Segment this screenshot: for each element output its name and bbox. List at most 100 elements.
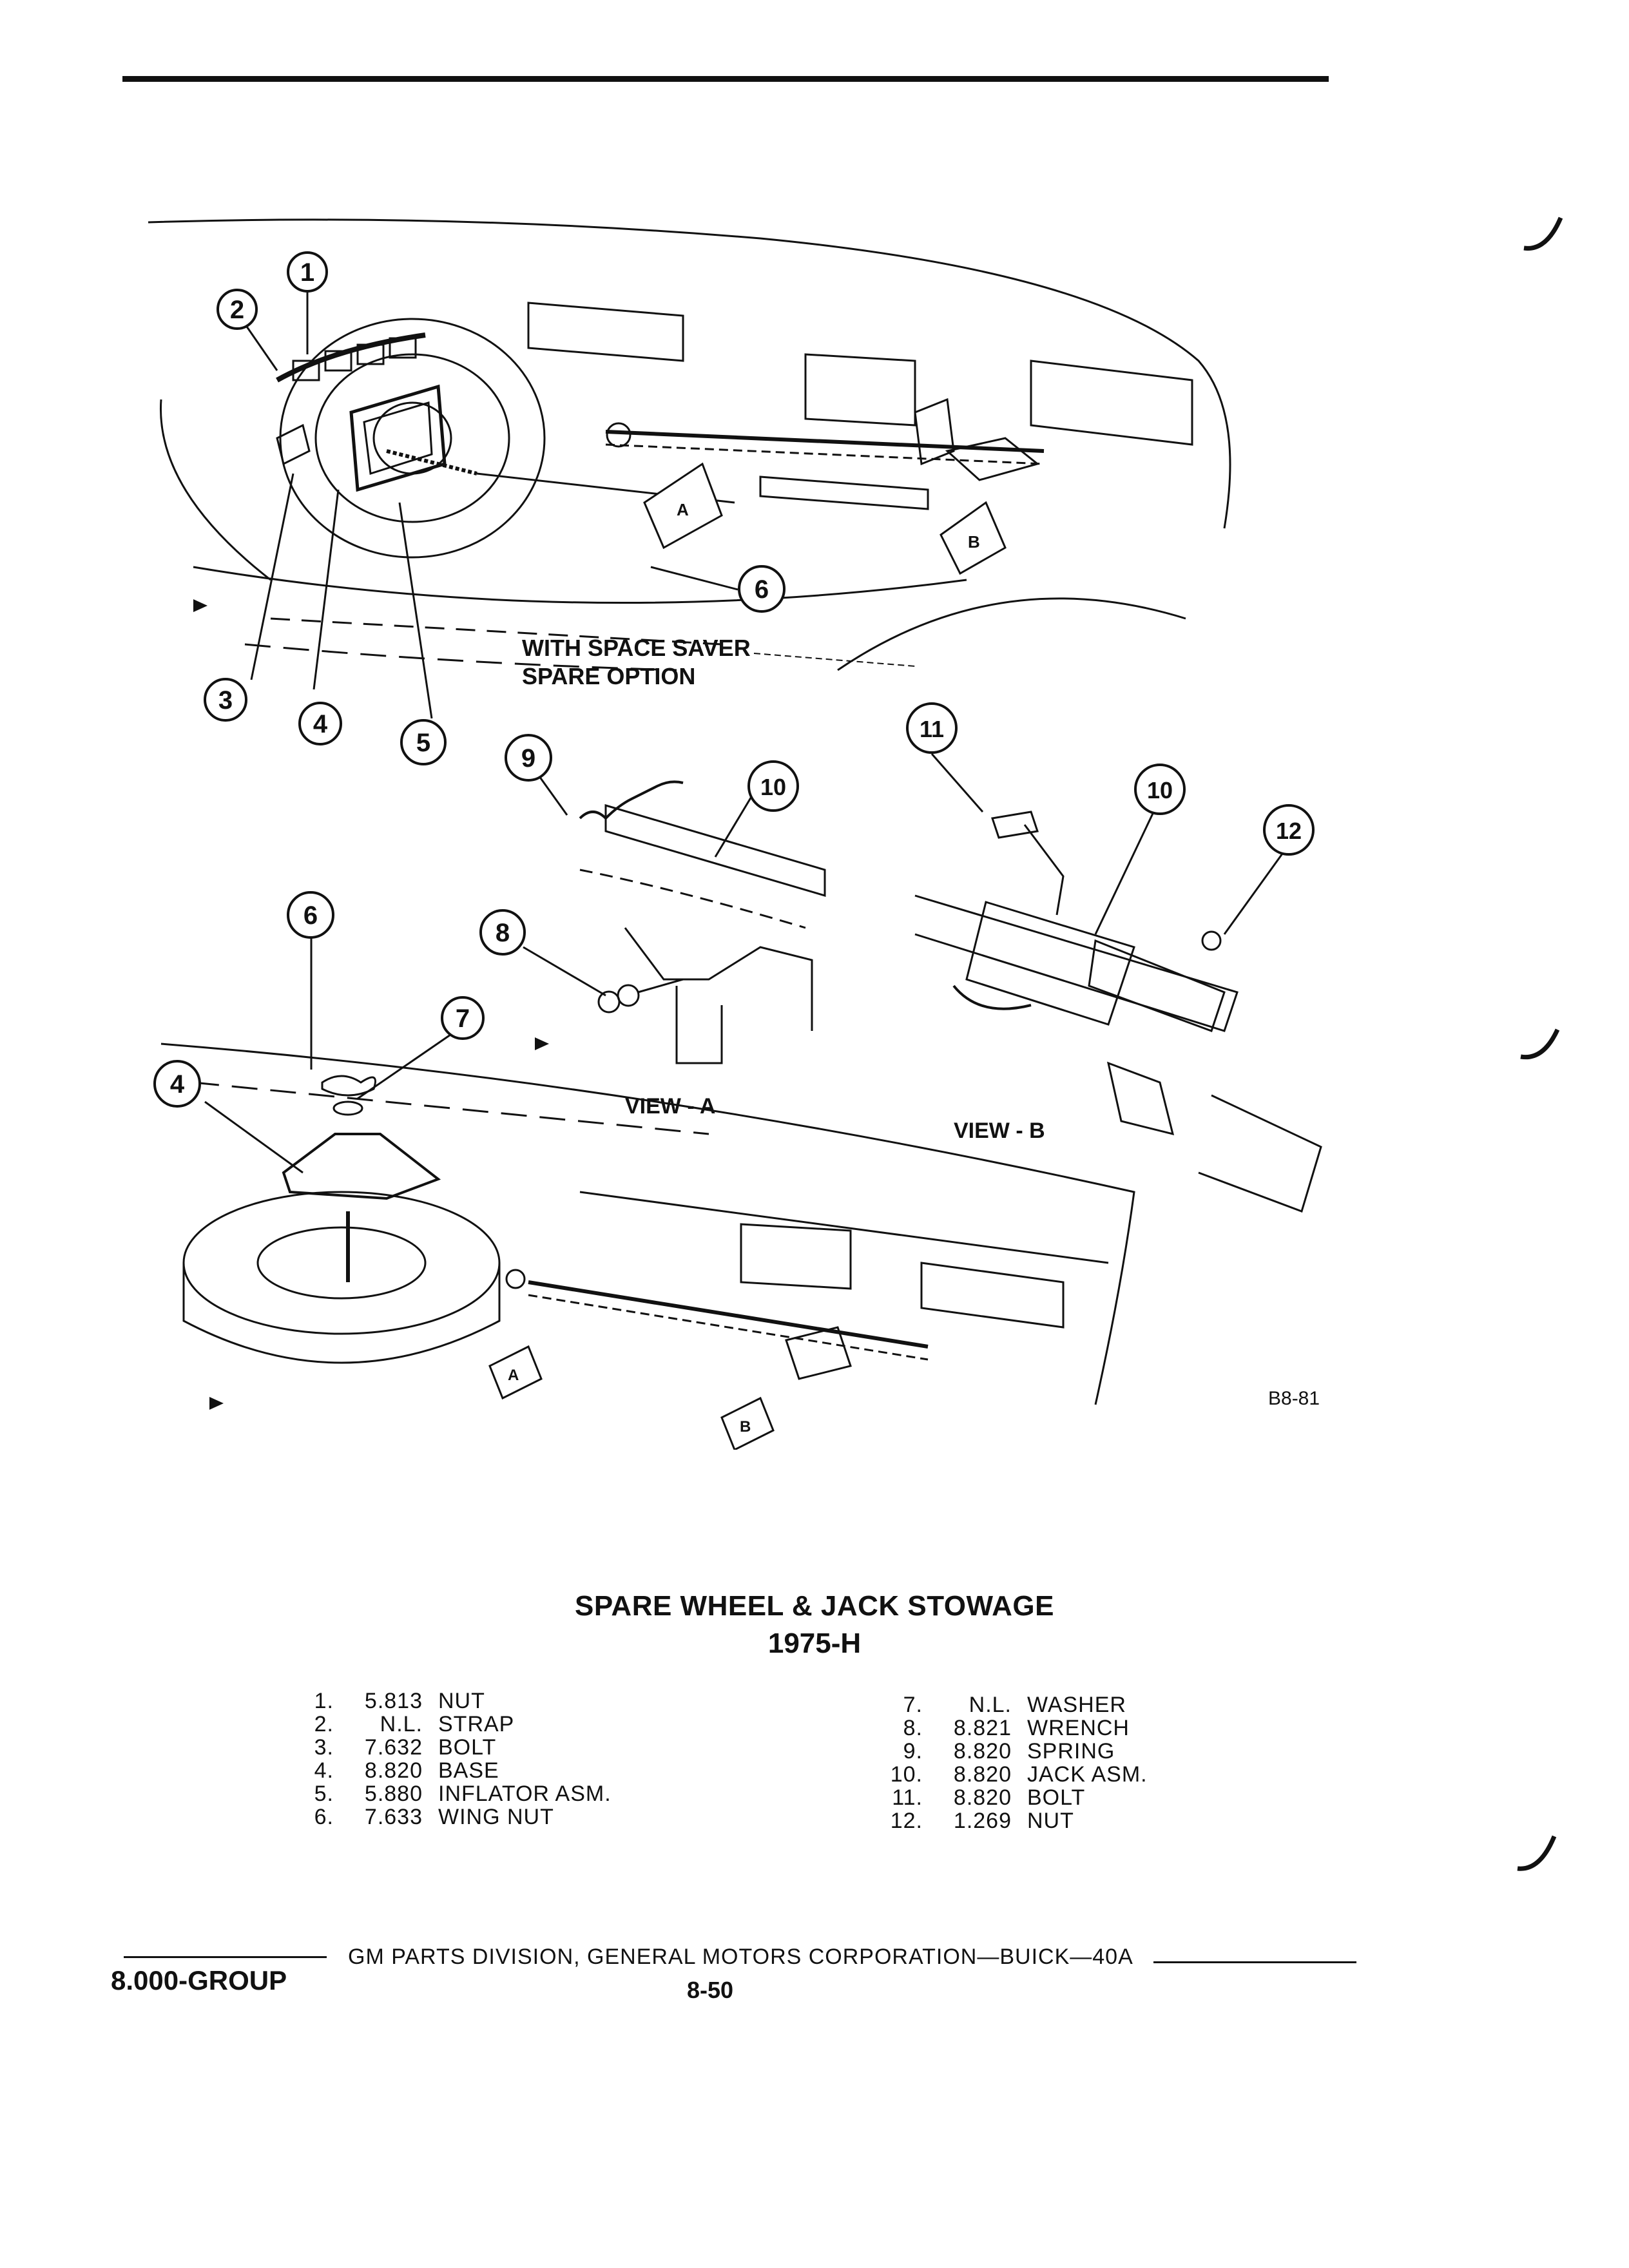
view-b-detail <box>914 811 1322 1213</box>
part-number: 12. <box>890 1809 923 1833</box>
svg-text:4: 4 <box>313 710 328 738</box>
arrow-a-upper: A <box>643 462 723 550</box>
part-name: BASE <box>438 1758 499 1783</box>
parts-list-row: 2. N.L. STRAP <box>289 1713 612 1736</box>
figure-code: B8-81 <box>1268 1388 1320 1409</box>
part-ref: 8.820 <box>364 1758 423 1783</box>
part-name: STRAP <box>438 1712 515 1736</box>
footer-rule-left <box>124 1956 327 1958</box>
parts-list-row: 5. 5.880 INFLATOR ASM. <box>289 1782 612 1805</box>
callout-11: 11 <box>906 702 958 754</box>
parts-list-row: 8. 8.821 WRENCH <box>878 1716 1148 1740</box>
spare-wheel-flat <box>182 1191 501 1364</box>
option-note-line2: SPARE OPTION <box>522 663 695 689</box>
callout-10-view-b: 10 <box>1134 764 1186 815</box>
svg-text:5: 5 <box>416 729 430 757</box>
callout-9: 9 <box>505 734 552 782</box>
part-number: 6. <box>314 1805 334 1829</box>
spring-coil <box>579 780 684 820</box>
svg-text:6: 6 <box>755 575 769 604</box>
part-name: WASHER <box>1027 1693 1126 1717</box>
callouts: 1 2 3 4 5 6 6 7 8 9 10 10 11 12 4 <box>153 251 1315 1108</box>
part-number: 9. <box>903 1739 923 1763</box>
scan-mark <box>1520 1028 1560 1060</box>
callout-12: 12 <box>1263 804 1315 856</box>
callout-6-upper: 6 <box>738 565 786 613</box>
part-name: BOLT <box>438 1735 497 1760</box>
view-a-label: VIEW - A <box>625 1094 715 1119</box>
arrow-a-lower: A <box>488 1345 543 1400</box>
part-number: 10. <box>890 1762 923 1787</box>
callout-7: 7 <box>441 996 485 1040</box>
part-ref: 8.820 <box>953 1762 1012 1787</box>
part-name: BOLT <box>1027 1785 1086 1810</box>
view-a-detail <box>579 780 826 1064</box>
part-ref: 5.880 <box>364 1782 423 1806</box>
callout-6-lower: 6 <box>287 891 334 939</box>
parts-list-row: 1. 5.813 NUT <box>289 1689 612 1713</box>
parts-list-row: 10. 8.820 JACK ASM. <box>878 1763 1148 1786</box>
arrow-b-upper: B <box>940 501 1007 575</box>
trunk-outline <box>148 218 1231 529</box>
parts-list-row: 7. N.L. WASHER <box>878 1693 1148 1716</box>
arrow-a-label: A <box>677 500 689 519</box>
arrow-b-lower: B <box>720 1396 775 1450</box>
part-ref: 7.632 <box>364 1735 423 1760</box>
callout-4-upper: 4 <box>298 702 342 745</box>
figure-subtitle: 1975-H <box>767 1628 862 1659</box>
footer-rule-right <box>1153 1961 1356 1963</box>
svg-text:A: A <box>508 1367 519 1384</box>
part-number: 1. <box>314 1689 334 1713</box>
part-number: 5. <box>314 1782 334 1806</box>
callout-4-lower: 4 <box>153 1060 201 1108</box>
svg-text:6: 6 <box>304 901 318 930</box>
part-ref: N.L. <box>380 1712 423 1736</box>
footer-group: 8.000-GROUP <box>111 1965 287 1995</box>
callout-3: 3 <box>204 678 247 722</box>
part-name: JACK ASM. <box>1027 1762 1148 1787</box>
svg-text:10: 10 <box>1147 777 1173 803</box>
callout-10-view-a: 10 <box>747 760 799 812</box>
part-name: INFLATOR ASM. <box>438 1782 612 1806</box>
parts-list-row: 12. 1.269 NUT <box>878 1809 1148 1832</box>
part-ref: N.L. <box>969 1693 1012 1717</box>
footer-corporation: GM PARTS DIVISION, GENERAL MOTORS CORPOR… <box>348 1945 1133 1969</box>
part-ref: 8.820 <box>953 1785 1012 1810</box>
scan-mark <box>1523 216 1563 251</box>
svg-text:12: 12 <box>1276 818 1302 844</box>
svg-text:B: B <box>740 1418 751 1436</box>
part-ref: 5.813 <box>364 1689 423 1713</box>
part-ref: 8.821 <box>953 1716 1012 1740</box>
svg-text:8: 8 <box>496 919 510 947</box>
part-number: 7. <box>903 1693 923 1717</box>
parts-list-row: 3. 7.632 BOLT <box>289 1736 612 1759</box>
exploded-diagram: A B A B 1 2 3 4 5 6 6 7 8 9 10 10 11 12 … <box>148 218 1322 1450</box>
part-ref: 8.820 <box>953 1739 1012 1763</box>
page-number: 8-50 <box>687 1977 734 2003</box>
spare-wheel-upright <box>279 318 546 559</box>
part-name: WRENCH <box>1027 1716 1130 1740</box>
callout-2: 2 <box>217 289 258 330</box>
part-ref: 1.269 <box>953 1809 1012 1833</box>
callout-1: 1 <box>287 251 328 293</box>
option-note-line1: WITH SPACE SAVER <box>522 635 751 661</box>
view-b-label: VIEW - B <box>954 1119 1045 1143</box>
part-name: NUT <box>438 1689 485 1713</box>
svg-text:4: 4 <box>170 1070 185 1099</box>
part-name: NUT <box>1027 1809 1074 1833</box>
part-number: 8. <box>903 1716 923 1740</box>
part-number: 11. <box>892 1785 923 1810</box>
part-number: 2. <box>314 1712 334 1736</box>
part-number: 3. <box>314 1735 334 1760</box>
svg-text:1: 1 <box>300 258 314 287</box>
figure-title: SPARE WHEEL & JACK STOWAGE <box>575 1590 1054 1622</box>
top-rule <box>122 76 1329 82</box>
svg-text:2: 2 <box>230 296 244 324</box>
parts-list-row: 11. 8.820 BOLT <box>878 1786 1148 1809</box>
svg-text:10: 10 <box>760 774 786 800</box>
part-ref: 7.633 <box>364 1805 423 1829</box>
